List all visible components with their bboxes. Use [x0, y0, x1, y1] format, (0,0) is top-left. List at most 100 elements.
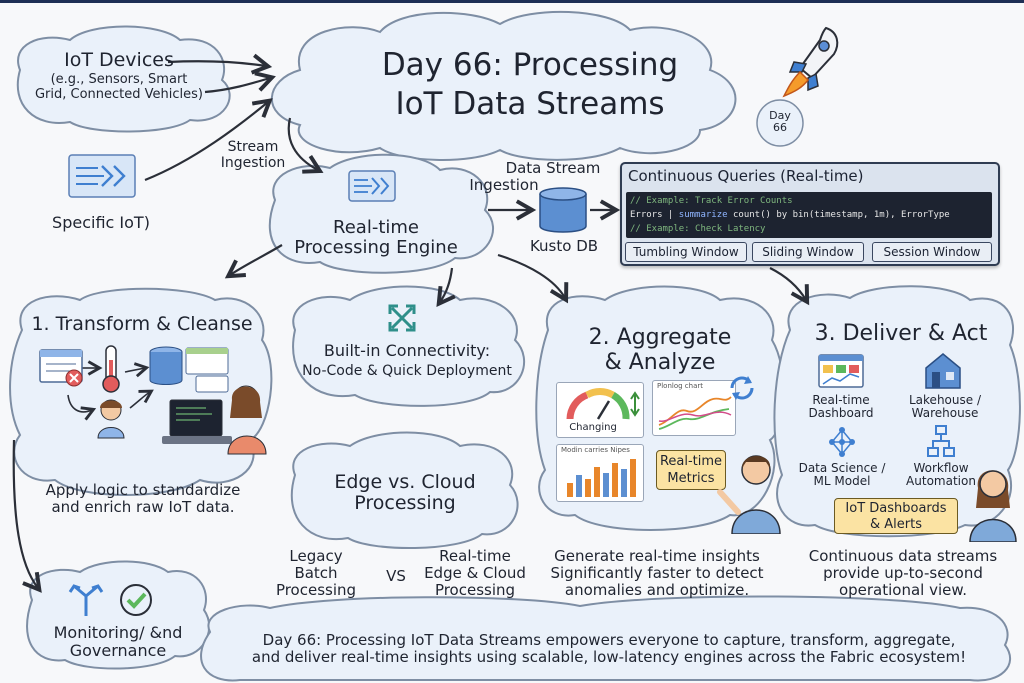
iot-alerts-tag: IoT Dashboards & Alerts: [834, 498, 958, 534]
iot-devices-node: IoT Devices (e.g., Sensors, Smart Grid, …: [24, 49, 214, 102]
iot-devices-detail-1: (e.g., Sensors, Smart: [50, 72, 188, 88]
arrow-queries-to-deliver: [769, 267, 810, 306]
deliver-item-data-science-line-1: Data Science /: [798, 461, 886, 475]
aggregate-desc-line-1: Generate real-time insights: [554, 547, 760, 565]
day-badge: Day 66: [760, 109, 800, 135]
metrics-line-1: Real-time: [659, 454, 723, 469]
engine-node: Real-time Processing Engine: [276, 217, 476, 259]
title-line-2: IoT Data Streams: [395, 85, 665, 122]
line-chart-card: Plonlog chart: [652, 380, 736, 436]
gauge-label: Changing: [569, 422, 617, 433]
iot-stream-icon: [68, 154, 136, 198]
monitoring-line-2: Governance: [69, 640, 167, 660]
arrow-iot-to-title-1: [167, 53, 273, 75]
footer-cloud: [200, 595, 1011, 682]
edge-cloud-heading-line-2: Processing: [354, 492, 456, 515]
bar-chart-icon: [567, 459, 636, 497]
title-line-1: Day 66: Processing: [381, 47, 679, 83]
specific-iot-label: Specific IoT): [52, 213, 150, 232]
directions-icon: [68, 584, 104, 616]
bar-chart-card: Modin carries Nipes: [556, 444, 644, 502]
deliver-heading: 3. Deliver & Act: [814, 321, 988, 346]
monitoring-node: Monitoring/ &nd Governance: [28, 624, 208, 660]
deliver-desc-line-1: Continuous data streams: [808, 547, 998, 565]
realtime-edge-line-2: Edge & Cloud: [424, 563, 526, 582]
metrics-line-2: Metrics: [667, 471, 715, 486]
person-woman-icon: [227, 385, 267, 455]
edge-cloud: [290, 431, 519, 550]
refresh-icon: [730, 376, 754, 400]
aggregate-desc-line-2: Significantly faster to detect: [550, 563, 764, 582]
title-cloud: [270, 10, 737, 161]
stream-ingestion-line-1: Stream: [227, 139, 279, 155]
query-comment-1: // Example: Track Error Counts: [630, 196, 793, 206]
deliver-desc-line-3: operational view.: [838, 580, 968, 599]
realtime-metrics-tag: Real-time Metrics: [656, 450, 726, 490]
data-science-icon: [829, 427, 855, 457]
deliver-item-data-science-line-2: ML Model: [813, 474, 871, 489]
deliver-item-lakehouse-line-1: Lakehouse /: [909, 393, 981, 407]
transform-desc-line-2: and enrich raw IoT data.: [51, 497, 235, 516]
legacy-batch-label: Legacy Batch Processing: [266, 548, 366, 598]
transform-desc-line-1: Apply logic to standardize: [45, 481, 241, 499]
top-border: [0, 0, 1024, 3]
rocket-icon: [782, 26, 839, 98]
query-code-block: // Example: Track Error Counts Errors | …: [626, 192, 992, 238]
arrow-title-to-engine: [287, 117, 324, 174]
person-child-icon: [97, 399, 125, 439]
query-code-a: Errors |: [630, 210, 679, 220]
transform-description: Apply logic to standardize and enrich ra…: [18, 482, 268, 516]
aggregate-desc-line-3: anomalies and optimize.: [564, 580, 750, 599]
query-comment-2: // Example: Check Latency: [630, 224, 766, 234]
arrow-iot-to-title-2: [204, 71, 276, 94]
edge-cloud-heading-line-1: Edge vs. Cloud: [334, 471, 476, 493]
bar-chart-label: Modin carries Nipes: [561, 446, 630, 454]
connectivity-cloud: [292, 285, 526, 407]
realtime-edge-line-1: Real-time: [439, 547, 511, 565]
database-icon: [539, 187, 587, 233]
iot-devices-label: IoT Devices: [64, 49, 174, 71]
aggregate-description: Generate real-time insights Significantl…: [540, 548, 774, 598]
deliver-item-dashboard-line-1: Real-time: [812, 393, 870, 407]
dashboard-icon: [818, 354, 864, 388]
deliver-item-dashboard: Real-time Dashboard: [796, 393, 886, 421]
connectivity-line-1: Built-in Connectivity:: [323, 341, 491, 360]
vs-label: VS: [386, 567, 406, 585]
line-chart-label: Plonlog chart: [657, 382, 703, 390]
realtime-edge-line-3: Processing: [434, 580, 516, 599]
page-title: Day 66: Processing IoT Data Streams: [330, 48, 730, 121]
deliver-item-workflow: Workflow Automation: [896, 461, 986, 489]
transform-illustration: [39, 345, 267, 455]
workflow-icon: [927, 425, 955, 457]
deliver-item-data-science: Data Science / ML Model: [790, 461, 894, 489]
data-stream-ingestion-line-2: Ingestion: [469, 175, 539, 194]
stream-ingestion-label: Stream Ingestion: [198, 139, 308, 171]
iot-devices-cloud: [16, 25, 231, 133]
legacy-line-2: Batch: [294, 563, 338, 582]
person-woman-icon-2: [969, 470, 1017, 542]
queries-title: Continuous Queries (Real-time): [628, 167, 864, 185]
deliver-description: Continuous data streams provide up-to-se…: [790, 548, 1016, 598]
laptop-icon: [162, 399, 232, 444]
arrow-specific-to-title: [144, 98, 273, 182]
lakehouse-icon: [925, 353, 961, 389]
day-badge-line-1: Day: [769, 109, 791, 122]
engine-line-2: Processing Engine: [294, 237, 458, 259]
arrow-engine-to-aggregate: [497, 253, 569, 304]
session-window-button[interactable]: Session Window: [872, 242, 992, 262]
footer-line-1: Day 66: Processing IoT Data Streams empo…: [262, 631, 956, 649]
engine-stream-icon: [348, 170, 396, 202]
deliver-item-dashboard-line-2: Dashboard: [808, 406, 874, 421]
edge-cloud-heading: Edge vs. Cloud Processing: [300, 471, 510, 515]
sliding-window-button[interactable]: Sliding Window: [752, 242, 864, 262]
stream-ingestion-line-2: Ingestion: [220, 154, 286, 171]
legacy-line-3: Processing: [275, 580, 357, 599]
iot-devices-detail-2: Grid, Connected Vehicles): [34, 86, 204, 102]
deliver-cloud: [773, 285, 1021, 538]
day-badge-line-2: 66: [773, 121, 787, 135]
deliver-item-lakehouse: Lakehouse / Warehouse: [900, 393, 990, 421]
tumbling-window-button[interactable]: Tumbling Window: [625, 242, 747, 262]
thermometer-icon: [102, 345, 120, 393]
data-stream-ingestion-line-1: Data Stream: [505, 159, 601, 177]
